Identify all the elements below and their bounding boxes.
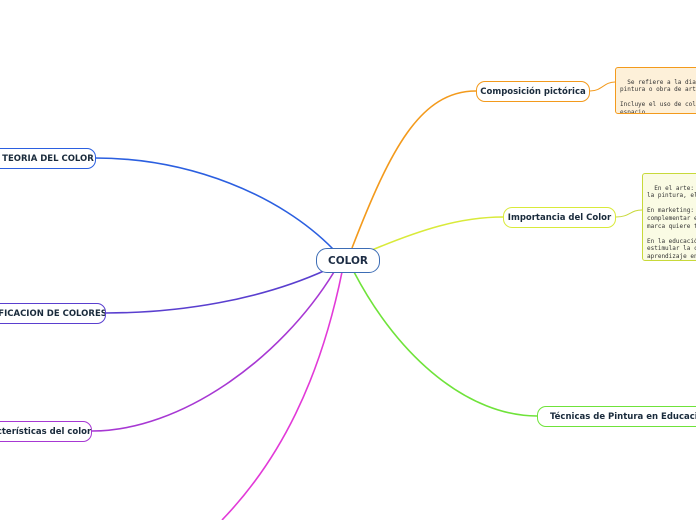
branch-composicion-pictorica[interactable]: Composición pictórica [476,81,590,102]
link-teoria [94,157,334,250]
central-topic-color[interactable]: COLOR [316,248,380,273]
branch-tecnicas-de-pintura[interactable]: Técnicas de Pintura en Educación Prim [537,406,696,427]
note-link-composicion [589,81,616,92]
branch-label: Composición pictórica [480,86,586,97]
branch-caracteristicas-del-color[interactable]: cterísticas del color [0,421,92,442]
branch-label: Importancia del Color [507,212,612,223]
branch-label: cterísticas del color [0,426,92,437]
branch-label: Técnicas de Pintura en Educación Prim [550,411,696,422]
central-topic-label: COLOR [328,254,368,267]
link-clasificacion [104,269,327,314]
link-tecnicas [353,271,538,417]
branch-importancia-del-color[interactable]: Importancia del Color [503,207,616,228]
link-importancia [371,216,504,251]
branch-label: TEORIA DEL COLOR [2,153,94,164]
branch-clasificacion-de-colores[interactable]: IFICACION DE COLORES [0,303,106,324]
note-link-importancia [615,209,643,218]
link-extra [221,271,343,520]
branch-label: IFICACION DE COLORES [0,308,106,319]
branch-teoria-del-color[interactable]: TEORIA DEL COLOR [0,148,96,169]
note-text: En el arte: el la pintura, el En marketi… [647,184,696,260]
note-composicion-pictorica[interactable]: Se refiere a la diapos pintura o obra de… [615,67,696,114]
note-importancia-del-color[interactable]: En el arte: el la pintura, el En marketi… [642,173,696,261]
note-text: Se refiere a la diapos pintura o obra de… [620,78,696,114]
link-caracteristicas [91,271,335,432]
link-composicion [351,90,477,249]
